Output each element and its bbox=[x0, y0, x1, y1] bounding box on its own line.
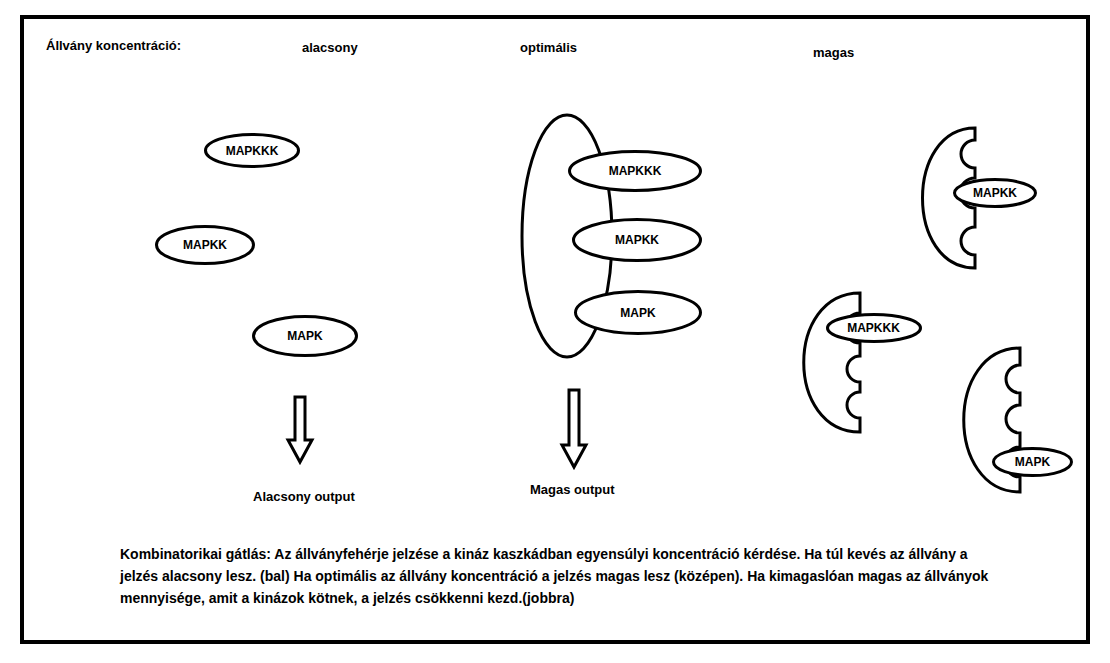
kinase-name: MAPKK bbox=[183, 238, 227, 252]
node-text-holder: MAPK bbox=[252, 315, 358, 357]
kinase-name: MAPKKK bbox=[609, 164, 662, 178]
ellipse-shape bbox=[574, 220, 701, 261]
ellipse-shape bbox=[254, 317, 357, 356]
kinase-ellipse: MAPKKK bbox=[568, 150, 702, 192]
kinase-ellipse: MAPK bbox=[992, 447, 1073, 477]
ellipse-shape bbox=[994, 449, 1072, 476]
kinase-name: MAPK bbox=[287, 329, 322, 343]
kinase-name: MAPKKK bbox=[847, 321, 900, 335]
node-text-holder: MAPKK bbox=[155, 225, 255, 265]
kinase-name: MAPKKK bbox=[226, 144, 279, 158]
kinase-ellipse: MAPKKK bbox=[826, 313, 922, 343]
ellipse-shape bbox=[955, 180, 1036, 207]
output-label: Alacsony output bbox=[253, 489, 355, 505]
ellipse-shape bbox=[570, 152, 701, 191]
node-text-holder: MAPKKK bbox=[204, 133, 300, 168]
kinase-ellipse: MAPKKK bbox=[204, 133, 300, 168]
scaffold-protein bbox=[804, 293, 860, 432]
kinase-ellipse: MAPKK bbox=[155, 225, 255, 265]
kinase-ellipse: MAPKK bbox=[572, 218, 702, 262]
node-text-holder: MAPKK bbox=[572, 218, 702, 262]
frame-border bbox=[22, 17, 1088, 642]
ellipse-shape bbox=[206, 135, 299, 167]
axis-heading: Állvány koncentráció: bbox=[46, 38, 181, 54]
node-text-holder: MAPKK bbox=[953, 178, 1037, 208]
ellipse-shape bbox=[576, 292, 701, 334]
node-text-holder: MAPK bbox=[992, 447, 1073, 477]
ellipse-shape bbox=[157, 227, 254, 264]
column-label: optimális bbox=[520, 40, 577, 56]
column-label: alacsony bbox=[302, 40, 358, 56]
node-text-holder: MAPK bbox=[574, 290, 702, 335]
kinase-ellipse: MAPK bbox=[252, 315, 358, 357]
ellipse-shape bbox=[827, 315, 920, 342]
kinase-ellipse: MAPK bbox=[574, 290, 702, 335]
output-arrow bbox=[288, 397, 312, 462]
column-label: magas bbox=[813, 45, 854, 61]
kinase-name: MAPKK bbox=[615, 233, 659, 247]
caption-text: Kombinatorikai gátlás: Az állványfehérje… bbox=[120, 543, 990, 609]
kinase-name: MAPKK bbox=[973, 186, 1017, 200]
kinase-name: MAPK bbox=[1015, 455, 1050, 469]
kinase-ellipse: MAPKK bbox=[953, 178, 1037, 208]
node-text-holder: MAPKKK bbox=[568, 150, 702, 192]
node-text-holder: MAPKKK bbox=[826, 313, 922, 343]
output-label: Magas output bbox=[530, 482, 615, 498]
output-arrow bbox=[562, 390, 586, 467]
kinase-name: MAPK bbox=[620, 306, 655, 320]
